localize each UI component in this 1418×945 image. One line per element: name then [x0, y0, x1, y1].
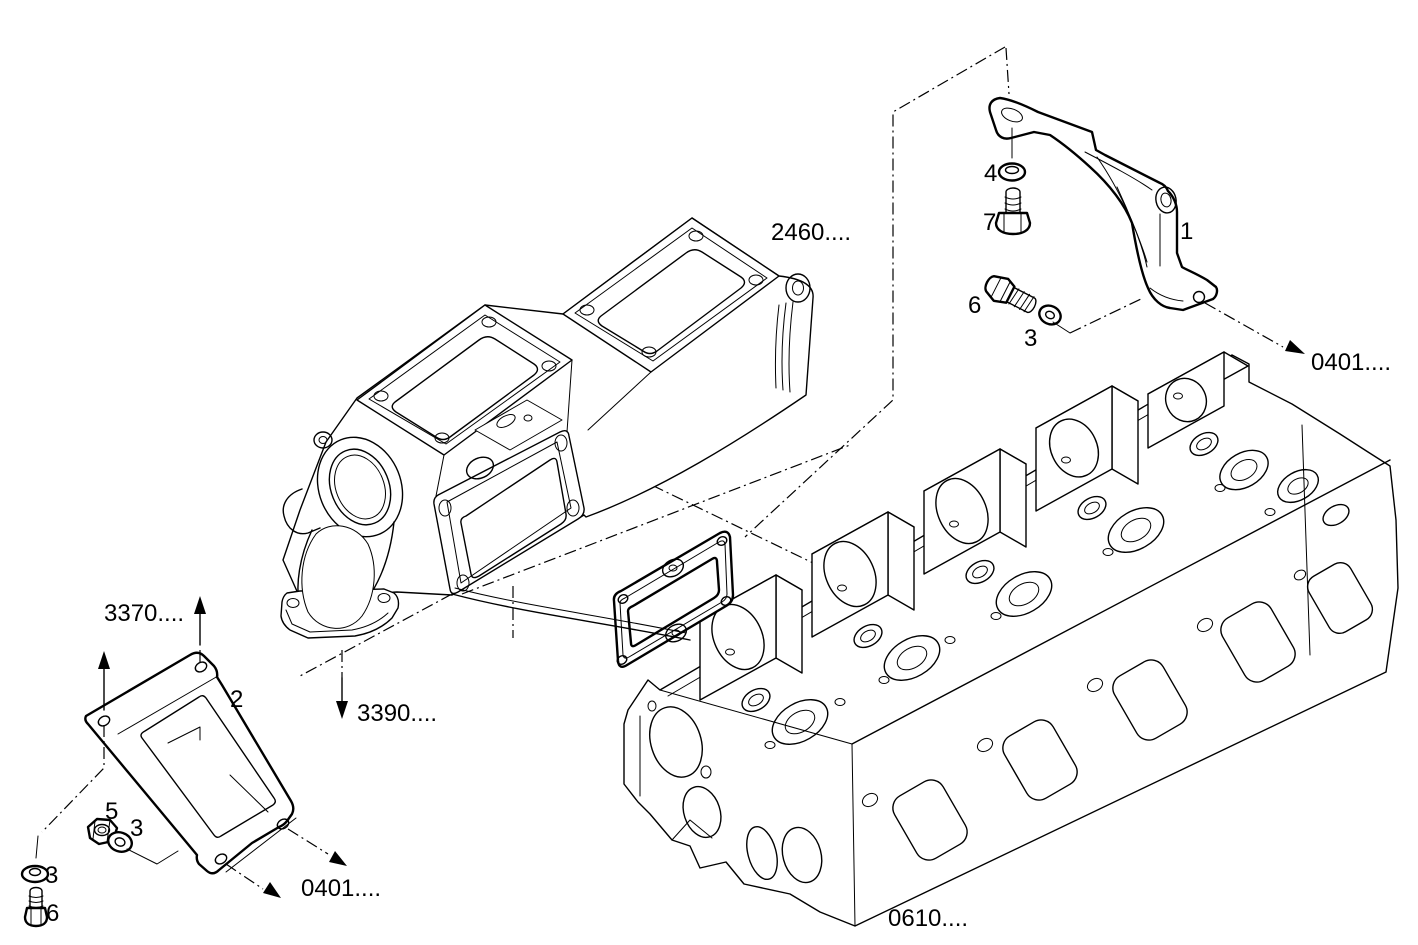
label-part-6-lower: 6	[46, 900, 59, 927]
cylinder-head-body	[623, 354, 1399, 927]
label-part-1: 1	[1180, 218, 1193, 245]
label-ref-3370: 3370....	[104, 600, 184, 627]
arrow-3370-left	[98, 651, 110, 669]
manifold-rear-ear	[774, 273, 811, 393]
manifold-flange-right	[562, 217, 780, 373]
manifold-top-pad	[474, 399, 563, 451]
bolt-6-lower	[23, 886, 49, 928]
washer-4	[997, 162, 1027, 182]
gasket-bolt-hole	[720, 596, 732, 606]
label-part-7: 7	[983, 209, 996, 236]
manifold-elbow-flange	[280, 521, 400, 639]
label-part-3-upper: 3	[1024, 325, 1037, 352]
head-deck-details	[725, 392, 1350, 749]
gasket-bolt-hole	[616, 655, 628, 665]
upper-hardware	[984, 127, 1144, 334]
label-part-2: 2	[230, 686, 243, 713]
washer-3-upper	[1038, 304, 1062, 326]
bracket2-hole	[214, 853, 228, 865]
label-part-3-lower: 3	[45, 862, 58, 889]
labels: 2460.... 1 4 7 6 3 0401.... 3370.... 2 3…	[45, 160, 1391, 932]
label-part-5: 5	[105, 798, 118, 825]
bracket1-outline	[988, 96, 1219, 312]
gasket-bolt-hole	[716, 536, 728, 546]
cylinder-head	[623, 351, 1399, 927]
label-ref-2460: 2460....	[771, 219, 851, 246]
head-left-face-details	[647, 700, 722, 841]
gasket-bolt-hole	[617, 594, 629, 604]
intake-manifold	[280, 217, 814, 641]
mounting-bracket-2	[84, 651, 297, 875]
bracket2-window	[140, 695, 276, 838]
bracket2-hole	[276, 818, 290, 830]
bracket1-boss	[1155, 186, 1177, 214]
label-ref-0610: 0610....	[888, 905, 968, 932]
manifold-inlet-rings	[282, 431, 404, 538]
label-ref-3390: 3390....	[357, 700, 437, 727]
support-bracket-1	[988, 96, 1219, 312]
arrow-0401-lower-b	[263, 882, 281, 898]
head-intake-towers	[699, 351, 1249, 701]
bolt-7	[994, 187, 1032, 236]
label-part-6-upper: 6	[968, 292, 981, 319]
bracket2-outline	[84, 651, 295, 875]
label-ref-0401-lower: 0401....	[301, 875, 381, 902]
manifold-mounting-plate	[433, 429, 585, 595]
label-part-3-mid: 3	[130, 815, 143, 842]
label-part-4: 4	[984, 160, 997, 187]
reference-arrows	[35, 302, 1305, 898]
arrow-3390	[336, 701, 348, 719]
manifold-gasket	[612, 530, 735, 668]
washer-3-lower	[20, 864, 50, 884]
arrow-3370-right	[194, 596, 206, 614]
bolt-6-upper	[984, 274, 1037, 314]
lower-hardware	[20, 817, 179, 928]
label-ref-0401-upper: 0401....	[1311, 349, 1391, 376]
gasket-opening	[626, 556, 721, 648]
bracket1-slot	[1001, 107, 1023, 123]
head-front-face-details	[746, 561, 1374, 884]
arrow-0401-upper	[1285, 340, 1305, 354]
bracket2-hole	[194, 661, 208, 673]
washer-3-mid	[107, 831, 133, 853]
arrow-0401-lower-a	[329, 851, 347, 866]
bracket1-foot-hole	[1192, 290, 1206, 304]
bracket2-hole	[97, 715, 111, 727]
